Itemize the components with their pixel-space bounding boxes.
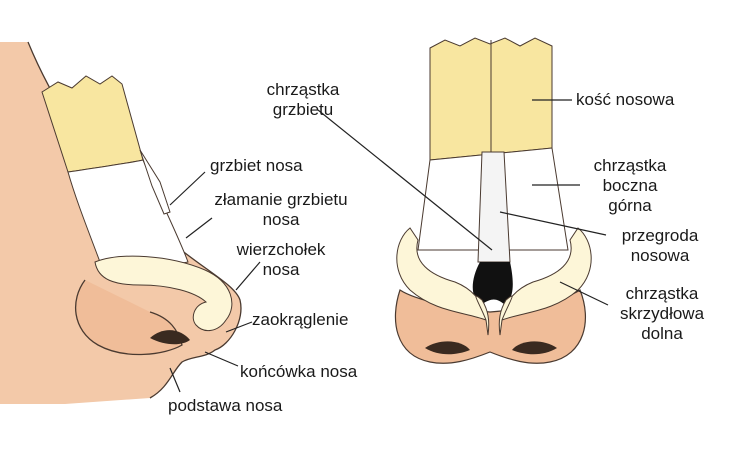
label-grzbiet-nosa: grzbiet nosa xyxy=(210,156,303,175)
septum-shadow xyxy=(472,262,513,304)
dorsal-hump xyxy=(139,149,171,215)
label-wierzcholek-line-2: nosa xyxy=(262,260,300,279)
leader-koncowka xyxy=(204,351,239,367)
label-boczna-line-1: chrząstka xyxy=(593,156,667,175)
nostril-side xyxy=(150,330,190,345)
label-skrzydlowa-line-1: chrząstka xyxy=(625,284,699,303)
lower-cartilage-mid-left xyxy=(475,295,490,336)
label-kosc-nosowa: kość nosowa xyxy=(576,90,675,109)
leader-lines xyxy=(169,99,609,393)
leader-przegroda xyxy=(499,211,607,236)
leader-wierzcholek xyxy=(235,261,261,291)
septum xyxy=(477,151,511,263)
label-chrzastka-grzbietu-line-2: grzbietu xyxy=(272,100,334,119)
lower-cartilage-mid-right xyxy=(498,295,513,336)
label-przegroda-nosowa: przegroda nosowa xyxy=(612,226,708,266)
nostril-left xyxy=(425,341,470,355)
front-view-nose xyxy=(394,37,592,364)
label-zaokraglenie: zaokrąglenie xyxy=(252,310,349,329)
leader-podstawa xyxy=(169,367,181,393)
nostril-right xyxy=(512,341,557,355)
label-wierzcholek: wierzchołek nosa xyxy=(222,240,340,280)
label-skrzydlowa-line-2: skrzydłowa xyxy=(619,304,705,323)
label-przegroda-line-2: nosowa xyxy=(630,246,690,265)
label-zlamanie-grzbietu: złamanie grzbietu nosa xyxy=(196,190,366,230)
label-chrzastka-grzbietu: chrząstka grzbietu xyxy=(258,80,348,120)
label-boczna-line-2: boczna xyxy=(602,176,658,195)
label-zlamanie-line-1: złamanie grzbietu xyxy=(214,190,348,209)
leader-chrzastka-grzbietu xyxy=(317,109,493,251)
label-zlamanie-line-2: nosa xyxy=(262,210,300,229)
label-podstawa-nosa: podstawa nosa xyxy=(168,396,283,415)
leader-zlamanie xyxy=(185,217,213,239)
label-skrzydlowa-line-3: dolna xyxy=(641,324,683,343)
label-chrzastka-grzbietu-line-1: chrząstka xyxy=(266,80,340,99)
leader-grzbiet xyxy=(169,171,206,206)
upper-cartilage-side xyxy=(67,159,189,268)
label-koncowka-nosa: końcówka nosa xyxy=(240,362,358,381)
label-boczna-line-3: górna xyxy=(608,196,652,215)
label-wierzcholek-line-1: wierzchołek xyxy=(236,240,326,259)
label-przegroda-line-1: przegroda xyxy=(621,226,699,245)
side-view-nose xyxy=(0,41,242,404)
leader-zaokraglenie xyxy=(225,321,253,333)
leader-skrzydlowa xyxy=(559,281,609,306)
label-chrzastka-skrzydlowa-dolna: chrząstka skrzydłowa dolna xyxy=(610,284,714,344)
lower-cartilage-side xyxy=(94,255,233,332)
label-chrzastka-boczna-gorna: chrząstka boczna górna xyxy=(580,156,680,216)
